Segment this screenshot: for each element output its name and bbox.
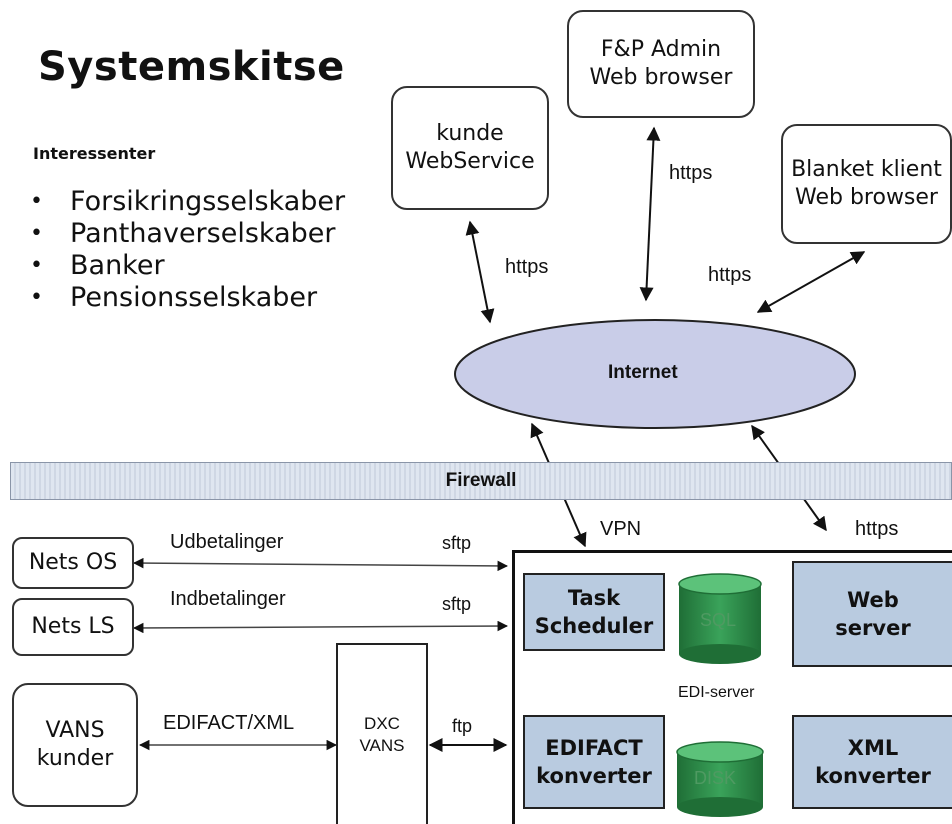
- vans-kunder-node: VANS kunder: [12, 683, 138, 807]
- kunde-webservice-node: kunde WebService: [391, 86, 549, 210]
- edi-server-label: EDI-server: [678, 684, 755, 701]
- arrow-kunde-internet: [465, 220, 495, 324]
- task-scheduler-node: Task Scheduler: [523, 573, 665, 651]
- stakeholder-item: Banker: [30, 250, 345, 282]
- https-server-label: https: [855, 518, 899, 540]
- stakeholder-item: Panthaverselskaber: [30, 218, 345, 250]
- internet-cloud: [454, 319, 856, 429]
- stakeholders-heading: Interessenter: [33, 144, 156, 163]
- vpn-label: VPN: [600, 518, 642, 540]
- nets-os-node: Nets OS: [12, 537, 134, 589]
- firewall-label: Firewall: [445, 470, 517, 491]
- arrow-nets-os: [132, 557, 509, 572]
- https-kunde-label: https: [505, 256, 549, 278]
- firewall-bar: Firewall: [10, 462, 952, 500]
- stakeholder-list: Forsikringsselskaber Panthaverselskaber …: [30, 186, 345, 314]
- internet-label: Internet: [608, 362, 678, 383]
- https-blanket-label: https: [708, 264, 752, 286]
- arrow-admin-internet: [639, 126, 661, 302]
- edifact-xml-label: EDIFACT/XML: [163, 712, 295, 734]
- edi-server-frame: [512, 550, 952, 824]
- arrow-blanket-internet: [756, 251, 866, 313]
- blanket-klient-node: Blanket klient Web browser: [781, 124, 952, 244]
- page-title: Systemskitse: [38, 44, 345, 90]
- nets-ls-node: Nets LS: [12, 598, 134, 656]
- udbetalinger-label: Udbetalinger: [170, 531, 284, 553]
- arrow-nets-ls: [132, 620, 509, 634]
- disk-label: DISK: [694, 768, 737, 788]
- sftp-os-label: sftp: [442, 533, 472, 553]
- dxc-vans-node: DXC VANS: [336, 643, 428, 824]
- xml-konverter-node: XML konverter: [792, 715, 952, 809]
- indbetalinger-label: Indbetalinger: [170, 588, 286, 610]
- disk-storage-icon: [676, 741, 764, 817]
- ftp-label: ftp: [452, 716, 473, 736]
- https-admin-label: https: [669, 162, 713, 184]
- dxc-vans-label: DXC VANS: [359, 714, 405, 755]
- sftp-ls-label: sftp: [442, 594, 472, 614]
- stakeholder-item: Forsikringsselskaber: [30, 186, 345, 218]
- sql-label: SQL: [700, 610, 737, 630]
- edifact-konverter-node: EDIFACT konverter: [523, 715, 665, 809]
- fp-admin-node: F&P Admin Web browser: [567, 10, 755, 118]
- sql-database-icon: [678, 573, 762, 664]
- stakeholder-item: Pensionsselskaber: [30, 282, 345, 314]
- web-server-node: Web server: [792, 561, 952, 667]
